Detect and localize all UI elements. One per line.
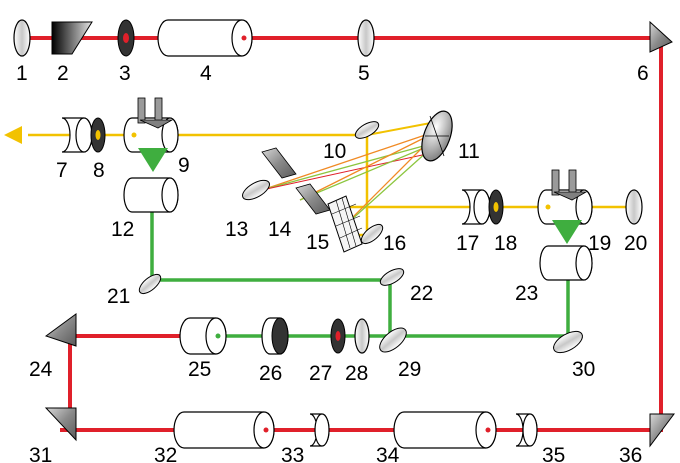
crystal-4 [157,19,253,57]
label-29: 29 [398,358,421,381]
crystal-19 [537,169,593,244]
aperture-26 [261,317,289,355]
label-4: 4 [200,62,212,85]
label-17: 17 [456,232,479,255]
mirror-30 [553,330,583,354]
label-3: 3 [119,62,131,85]
aperture-3 [117,19,135,57]
aperture-27 [330,318,346,354]
mirror-36 [649,413,675,448]
label-23: 23 [515,282,538,305]
lens-33 [309,413,330,447]
label-15: 15 [306,231,329,254]
mirror-6 [649,20,673,53]
crystal-25 [179,317,227,355]
label-12: 12 [111,218,134,241]
aperture-8 [90,117,106,153]
label-25: 25 [188,358,211,381]
label-30: 30 [572,358,595,381]
lens-5 [357,19,375,57]
label-33: 33 [281,444,304,463]
label-36: 36 [619,444,642,463]
label-31: 31 [29,444,52,463]
crystal-32 [173,411,275,449]
label-21: 21 [107,285,130,308]
crystal-12 [123,177,179,213]
lens-28 [354,318,370,354]
label-8: 8 [93,159,105,182]
lens-7 [61,117,93,153]
label-18: 18 [494,232,517,255]
mirror-24 [44,313,77,347]
label-22: 22 [410,282,433,305]
lens-17 [461,189,491,225]
label-24: 24 [29,358,53,381]
label-19: 19 [588,232,611,255]
label-35: 35 [542,444,565,463]
grating-15 [327,195,363,253]
prism-14 [261,147,331,215]
label-6: 6 [637,62,649,85]
label-20: 20 [624,232,647,255]
crystal-23 [539,245,593,281]
label-7: 7 [56,159,68,182]
mirror-22 [379,268,405,286]
grating-11 [421,110,453,162]
mirror-20 [625,189,643,225]
crystal-34 [393,411,497,449]
mirror-29 [379,327,407,353]
mirror-13 [242,179,270,201]
mirror-10 [354,121,380,139]
mirror-31 [44,407,77,442]
label-9: 9 [178,154,190,177]
label-14: 14 [268,218,292,241]
spectral-rays [261,121,441,231]
label-34: 34 [376,444,400,463]
label-16: 16 [383,232,406,255]
mirror-1 [13,19,31,57]
mirror-16 [360,223,384,245]
label-32: 32 [154,444,177,463]
component-labels: 1 2 3 4 5 6 7 8 9 10 11 12 13 14 15 16 1… [16,62,649,463]
label-28: 28 [345,362,368,385]
label-11: 11 [458,140,480,163]
label-1: 1 [16,62,28,85]
label-13: 13 [225,218,248,241]
aperture-18 [488,189,504,225]
label-27: 27 [309,362,332,385]
prism-2 [51,21,93,55]
crystal-9 [123,97,179,172]
mirror-21 [138,273,162,295]
label-26: 26 [259,362,282,385]
label-10: 10 [323,140,346,163]
label-5: 5 [358,62,370,85]
label-2: 2 [57,62,69,85]
lens-35 [515,413,538,447]
